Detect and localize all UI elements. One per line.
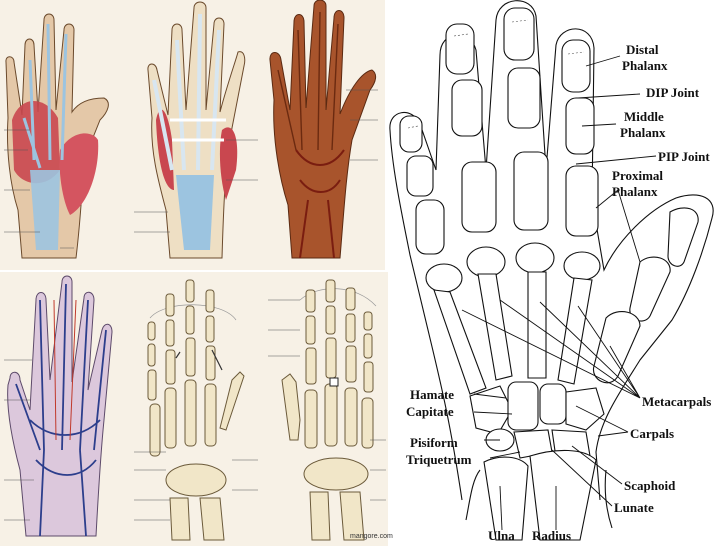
label-distal-phalanx-line2: Phalanx [622, 58, 668, 73]
label-radius: Radius [532, 528, 571, 543]
label-pip-joint: PIP Joint [658, 149, 710, 164]
label-proximal-phalanx-line2: Phalanx [612, 184, 658, 199]
label-proximal-phalanx-line1: Proximal [612, 168, 663, 183]
hand-arteries-illustration [260, 0, 385, 270]
hand-muscles-illustration [0, 0, 130, 270]
credit-text: mangore.com [350, 533, 393, 540]
hand-bones-joints-illustration [260, 272, 388, 546]
label-pisiform: Pisiform [410, 435, 458, 450]
label-middle-phalanx-line2: Phalanx [620, 125, 666, 140]
hand-veins-illustration [0, 272, 130, 546]
label-middle-phalanx-line1: Middle [624, 109, 664, 124]
label-metacarpals: Metacarpals [642, 394, 711, 409]
label-carpals: Carpals [630, 426, 674, 441]
label-triquetrum: Triquetrum [406, 452, 472, 467]
label-scaphoid: Scaphoid [624, 478, 676, 493]
hand-bones-ligaments-illustration [130, 272, 260, 546]
label-dip-joint: DIP Joint [646, 85, 700, 100]
leader-lines [461, 55, 657, 531]
label-distal-phalanx-line1: Distal [626, 42, 659, 57]
label-capitate: Capitate [406, 404, 454, 419]
label-lunate: Lunate [614, 500, 654, 515]
anatomy-labels: Distal Phalanx DIP Joint Middle Phalanx … [406, 42, 711, 543]
hand-skeleton-line-drawing [389, 0, 714, 541]
label-ulna: Ulna [488, 528, 515, 543]
label-hamate: Hamate [410, 387, 454, 402]
hand-tendons-illustration [130, 0, 260, 270]
